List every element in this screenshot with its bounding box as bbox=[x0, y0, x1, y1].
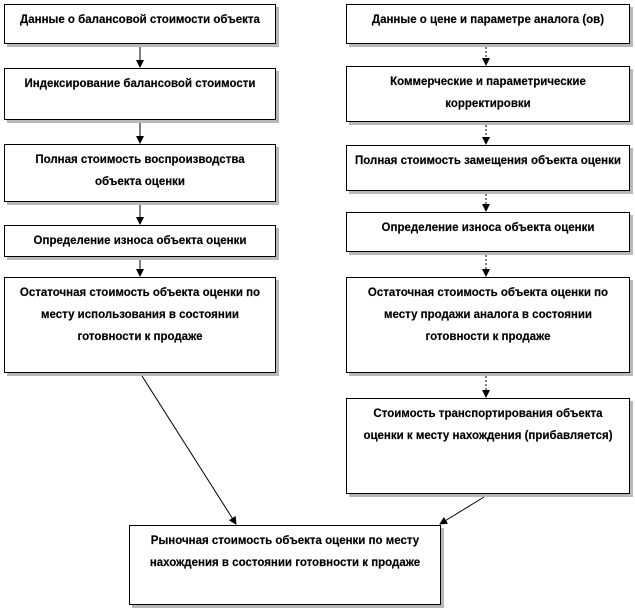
right-step-residual-value-sale-place: Остаточная стоимость объекта оценки по м… bbox=[346, 277, 630, 373]
left-step-residual-value-use-place: Остаточная стоимость объекта оценки по м… bbox=[4, 277, 276, 373]
left-step-full-reproduction-cost: Полная стоимость воспроизводства объекта… bbox=[4, 144, 276, 202]
right-step-full-replacement-cost: Полная стоимость замещения объекта оценк… bbox=[346, 145, 630, 191]
left-step-depreciation: Определение износа объекта оценки bbox=[4, 225, 276, 257]
node-label: Полная стоимость воспроизводства объекта… bbox=[35, 154, 245, 188]
node-label: Полная стоимость замещения объекта оценк… bbox=[355, 155, 621, 167]
node-label: Определение износа объекта оценки bbox=[33, 235, 247, 247]
left-step-balance-data: Данные о балансовой стоимости объекта bbox=[4, 4, 276, 44]
node-label: Остаточная стоимость объекта оценки по м… bbox=[367, 287, 609, 343]
right-step-depreciation: Определение износа объекта оценки bbox=[346, 212, 630, 252]
node-label: Индексирование балансовой стоимости bbox=[24, 78, 256, 90]
node-label: Остаточная стоимость объекта оценки по м… bbox=[19, 287, 261, 343]
right-step-adjustments: Коммерческие и параметрические корректир… bbox=[346, 66, 630, 122]
node-label: Определение износа объекта оценки bbox=[381, 222, 595, 234]
node-label: Данные о балансовой стоимости объекта bbox=[20, 14, 260, 26]
node-label: Данные о цене и параметре аналога (ов) bbox=[371, 14, 605, 26]
right-step-transport-cost: Стоимость транспортирования объекта оцен… bbox=[346, 398, 630, 494]
arrow-l5-result bbox=[141, 375, 237, 525]
result-market-value: Рыночная стоимость объекта оценки по мес… bbox=[129, 525, 441, 605]
arrow-r6-result bbox=[439, 496, 485, 525]
left-step-indexing: Индексирование балансовой стоимости bbox=[4, 68, 276, 120]
node-label: Стоимость транспортирования объекта оцен… bbox=[363, 408, 613, 442]
right-step-analog-price-data: Данные о цене и параметре аналога (ов) bbox=[346, 4, 630, 44]
node-label: Рыночная стоимость объекта оценки по мес… bbox=[149, 535, 421, 569]
node-label: Коммерческие и параметрические корректир… bbox=[390, 76, 586, 110]
